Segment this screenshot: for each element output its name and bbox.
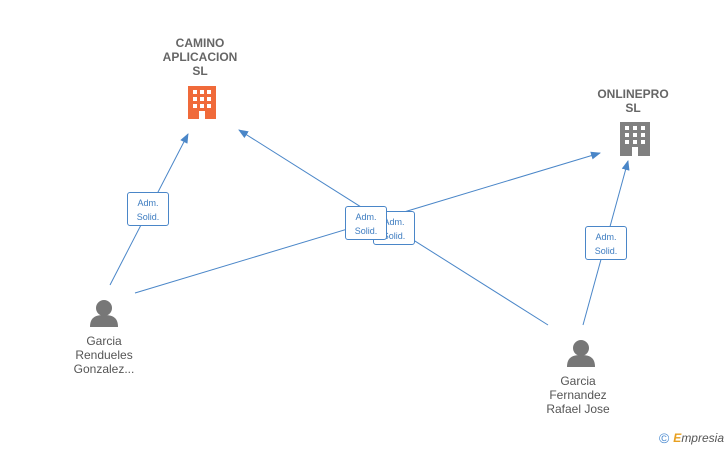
company-label-camino[interactable]: CAMINO APLICACION SL	[162, 36, 238, 78]
company-label-onlinepro[interactable]: ONLINEPRO SL	[597, 87, 669, 115]
brand-logo: Empresia	[673, 431, 724, 445]
watermark: © Empresia	[659, 430, 724, 446]
person-icon	[567, 340, 595, 367]
building-icon	[620, 122, 650, 156]
building-icon	[188, 86, 216, 119]
person-label-garcia-rendueles[interactable]: Garcia Rendueles Gonzalez...	[73, 334, 135, 376]
copyright-symbol: ©	[658, 430, 670, 446]
person-label-garcia-fernandez[interactable]: Garcia Fernandez Rafael Jose	[546, 374, 610, 416]
role-badge: Adm. Solid.	[585, 226, 627, 260]
role-badge: Adm. Solid.	[127, 192, 169, 226]
role-badge: Adm. Solid.	[345, 206, 387, 240]
person-icon	[90, 300, 118, 327]
